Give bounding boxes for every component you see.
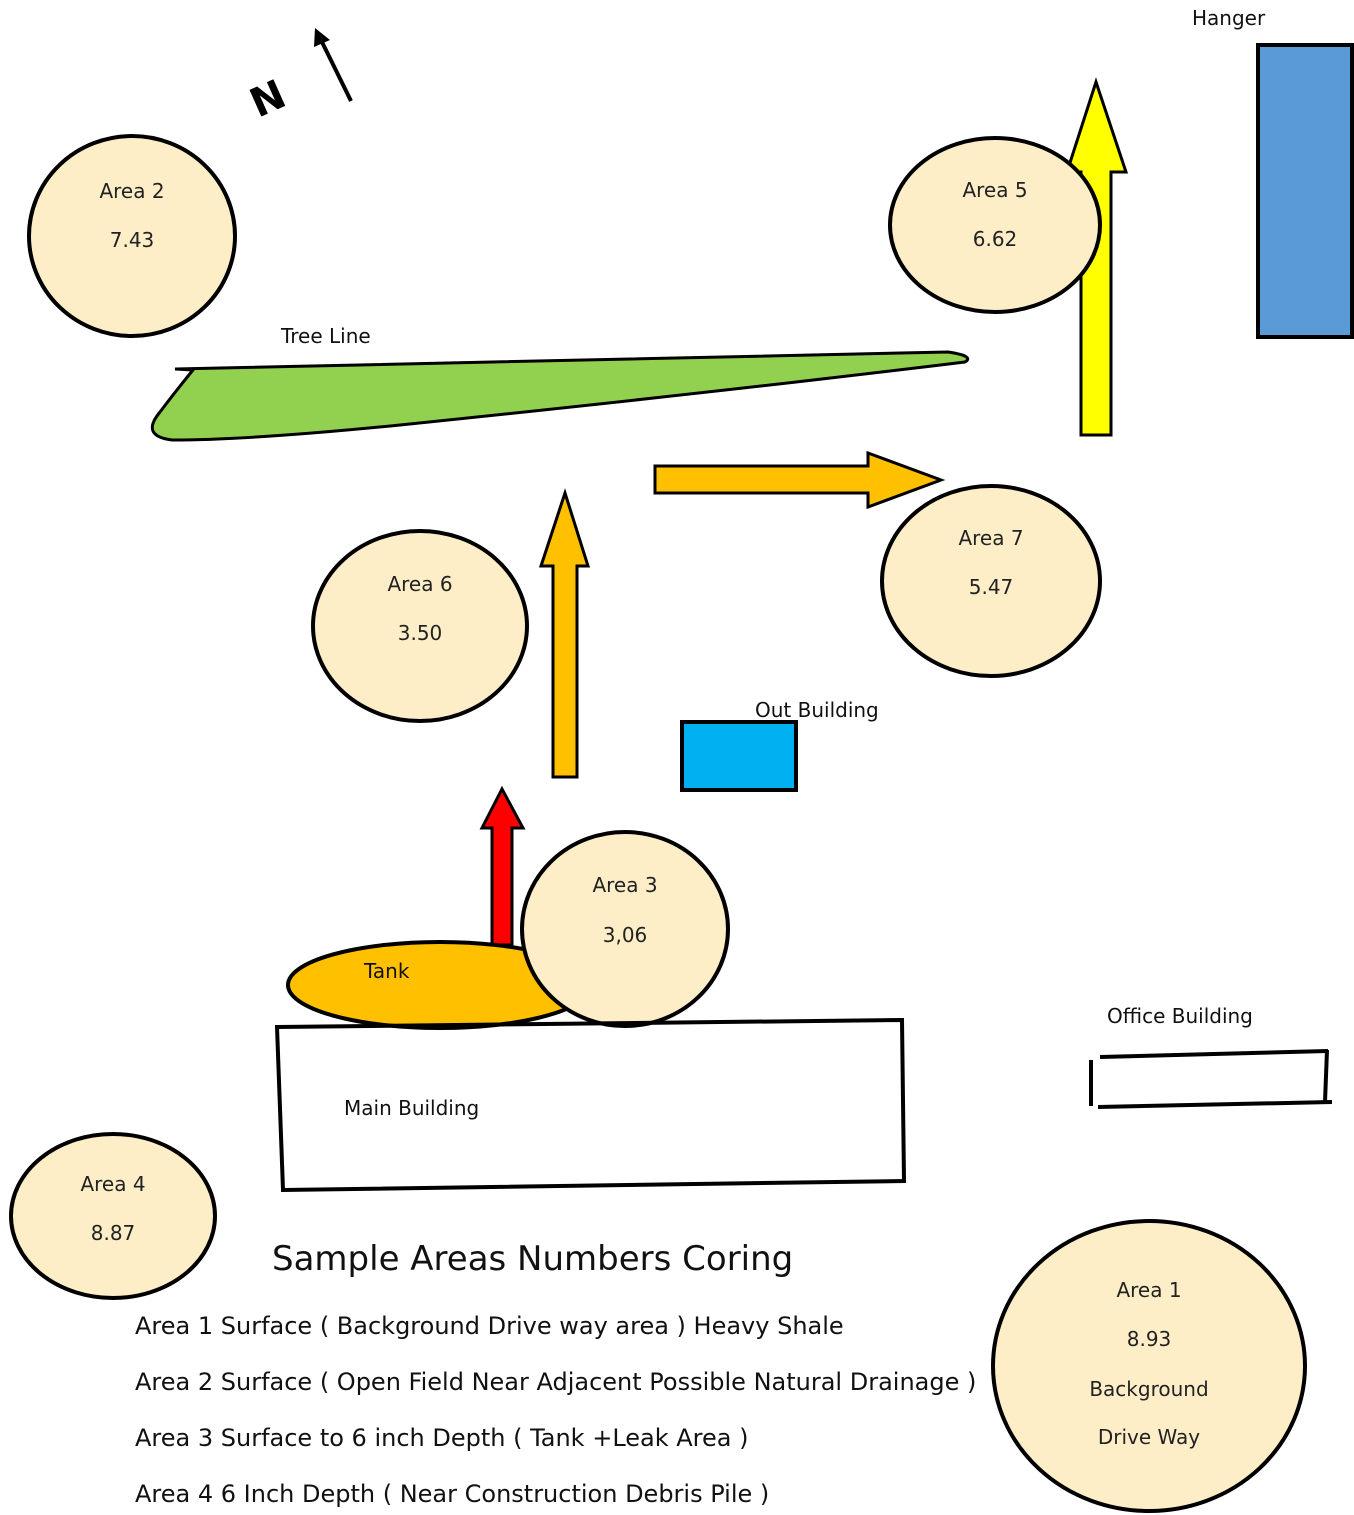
area-1-line3: Background [1089,1377,1208,1401]
legend-item-area-3: Area 3 Surface to 6 inch Depth ( Tank +L… [135,1424,749,1452]
legend: Area 1 Surface ( Background Drive way ar… [135,1312,976,1508]
area-7-value: 5.47 [969,575,1014,599]
area-5-name: Area 5 [962,178,1027,202]
area-3-value: 3,06 [603,923,648,947]
area-2-name: Area 2 [99,179,164,203]
north-label: N [243,71,292,127]
office-building-label: Office Building [1107,1004,1253,1028]
tank: Tank [286,940,594,1030]
area-4-name: Area 4 [80,1172,145,1196]
tree-line-label: Tree Line [280,324,371,348]
north-indicator: N [243,28,353,127]
area-2-marker: Area 2 7.43 [27,134,237,338]
area-3-marker: Area 3 3,06 [520,830,730,1028]
area-2-value: 7.43 [110,228,155,252]
area-6-marker: Area 6 3.50 [311,529,529,723]
area-4-marker: Area 4 8.87 [9,1132,217,1300]
area-1-line4: Drive Way [1098,1425,1200,1449]
legend-item-area-2: Area 2 Surface ( Open Field Near Adjacen… [135,1368,976,1396]
legend-item-area-1: Area 1 Surface ( Background Drive way ar… [135,1312,844,1340]
office-building [1089,1049,1333,1109]
red-arrow [479,785,526,947]
orange-arrow-north [538,488,591,779]
diagram-title: Sample Areas Numbers Coring [272,1239,793,1279]
area-1-name: Area 1 [1116,1278,1181,1302]
main-building [274,1017,907,1193]
hanger-building [1256,43,1354,339]
area-4-value: 8.87 [91,1221,136,1245]
out-building-label: Out Building [755,698,879,722]
area-5-value: 6.62 [973,227,1018,251]
legend-item-area-4: Area 4 6 Inch Depth ( Near Construction … [135,1480,769,1508]
area-7-name: Area 7 [958,526,1023,550]
tank-label: Tank [363,959,410,983]
hanger-label: Hanger [1192,6,1266,30]
orange-arrow-east [653,450,946,510]
area-5-marker: Area 5 6.62 [888,136,1102,314]
tree-line [150,350,970,442]
area-1-marker: Area 1 8.93 Background Drive Way [991,1219,1307,1513]
area-1-value: 8.93 [1127,1327,1172,1351]
area-7-marker: Area 7 5.47 [880,484,1102,678]
area-6-value: 3.50 [398,621,443,645]
north-arrow-icon [320,41,353,102]
area-3-name: Area 3 [592,873,657,897]
north-arrowhead-icon [314,28,330,47]
main-building-label: Main Building [344,1096,479,1120]
out-building [680,720,798,792]
area-6-name: Area 6 [387,572,452,596]
